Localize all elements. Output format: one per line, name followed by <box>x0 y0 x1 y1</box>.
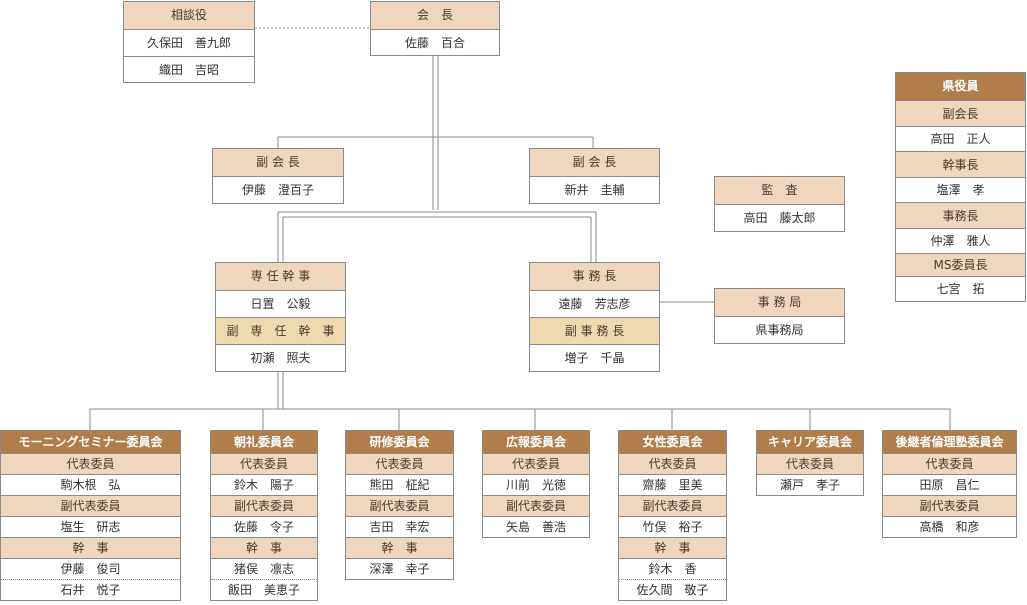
executive-secretary-box: 専 任 幹 事 日置 公毅 副 専 任 幹 事 初瀬 照夫 <box>215 262 346 372</box>
advisor-member: 織田 吉昭 <box>124 56 254 82</box>
auditor-title: 監 査 <box>715 177 844 204</box>
committee-member: 伊藤 俊司 <box>1 558 180 579</box>
committee-role: 副代表委員 <box>346 495 453 516</box>
office-name: 県事務局 <box>715 316 844 343</box>
committee-member: 川前 光徳 <box>483 474 589 495</box>
deputy-executive-secretary-name: 初瀬 照夫 <box>216 344 345 371</box>
committee-box: 女性委員会代表委員齋藤 里美副代表委員竹俣 裕子幹 事鈴木 香佐久間 敬子 <box>618 430 727 601</box>
committee-member: 竹俣 裕子 <box>619 516 726 537</box>
president-title: 会 長 <box>371 2 499 29</box>
committee-title: 女性委員会 <box>619 431 726 453</box>
vice-president-title: 副 会 長 <box>213 149 343 176</box>
auditor-name: 高田 藤太郎 <box>715 204 844 231</box>
vice-president-name: 新井 圭輔 <box>530 176 659 203</box>
committee-role: 代表委員 <box>483 453 589 474</box>
committee-role: 副代表委員 <box>619 495 726 516</box>
prefectural-officer-name: 七宮 拓 <box>896 276 1025 300</box>
committee-title: 研修委員会 <box>346 431 453 453</box>
president-box: 会 長 佐藤 百合 <box>370 1 500 56</box>
committee-member: 吉田 幸宏 <box>346 516 453 537</box>
committee-member: 佐久間 敬子 <box>619 579 726 600</box>
committee-member: 田原 昌仁 <box>883 474 1016 495</box>
committee-role: 副代表委員 <box>211 495 317 516</box>
committee-box: キャリア委員会代表委員瀬戸 孝子 <box>756 430 864 496</box>
committee-member: 塩生 研志 <box>1 516 180 537</box>
committee-box: 研修委員会代表委員熊田 柾紀副代表委員吉田 幸宏幹 事深澤 幸子 <box>345 430 454 580</box>
executive-secretary-title: 専 任 幹 事 <box>216 263 345 290</box>
committee-member: 矢島 善浩 <box>483 516 589 537</box>
prefectural-officer-name: 高田 正人 <box>896 126 1025 151</box>
president-name: 佐藤 百合 <box>371 29 499 55</box>
committee-role: 幹 事 <box>1 537 180 558</box>
committee-role: 副代表委員 <box>483 495 589 516</box>
committee-member: 佐藤 令子 <box>211 516 317 537</box>
advisor-box: 相談役 久保田 善九郎 織田 吉昭 <box>123 1 255 83</box>
prefectural-officer-role: 幹事長 <box>896 151 1025 177</box>
committee-title: モーニングセミナー委員会 <box>1 431 180 453</box>
executive-secretary-name: 日置 公毅 <box>216 290 345 317</box>
vice-president-right-box: 副 会 長 新井 圭輔 <box>529 148 660 204</box>
vice-president-title: 副 会 長 <box>530 149 659 176</box>
committee-role: 代表委員 <box>883 453 1016 474</box>
committee-box: 広報委員会代表委員川前 光徳副代表委員矢島 善浩 <box>482 430 590 538</box>
office-box: 事 務 局 県事務局 <box>714 288 845 344</box>
advisor-member: 久保田 善九郎 <box>124 29 254 56</box>
committee-title: 朝礼委員会 <box>211 431 317 453</box>
committee-role: 代表委員 <box>619 453 726 474</box>
prefectural-officer-role: 副会長 <box>896 100 1025 126</box>
auditor-box: 監 査 高田 藤太郎 <box>714 176 845 232</box>
secretary-general-box: 事 務 長 遠藤 芳志彦 副 事 務 長 増子 千晶 <box>529 262 660 372</box>
committee-member: 熊田 柾紀 <box>346 474 453 495</box>
committee-member: 瀬戸 孝子 <box>757 474 863 495</box>
committee-role: 代表委員 <box>757 453 863 474</box>
committee-title: キャリア委員会 <box>757 431 863 453</box>
prefectural-officer-name: 仲澤 雅人 <box>896 228 1025 253</box>
committee-title: 広報委員会 <box>483 431 589 453</box>
committee-box: モーニングセミナー委員会代表委員駒木根 弘副代表委員塩生 研志幹 事伊藤 俊司石… <box>0 430 181 601</box>
committee-member: 駒木根 弘 <box>1 474 180 495</box>
committee-member: 高橋 和彦 <box>883 516 1016 537</box>
prefectural-officer-role: MS委員長 <box>896 253 1025 276</box>
committee-role: 代表委員 <box>211 453 317 474</box>
committee-member: 石井 悦子 <box>1 579 180 600</box>
committee-member: 齋藤 里美 <box>619 474 726 495</box>
committee-role: 副代表委員 <box>883 495 1016 516</box>
committee-member: 猪俣 凛志 <box>211 558 317 579</box>
prefectural-officers-title: 県役員 <box>896 73 1025 100</box>
committee-member: 鈴木 陽子 <box>211 474 317 495</box>
advisor-title: 相談役 <box>124 2 254 29</box>
vice-president-name: 伊藤 澄百子 <box>213 176 343 203</box>
committee-member: 飯田 美恵子 <box>211 579 317 600</box>
prefectural-officer-name: 塩澤 孝 <box>896 177 1025 202</box>
office-title: 事 務 局 <box>715 289 844 316</box>
committee-role: 幹 事 <box>619 537 726 558</box>
committee-role: 代表委員 <box>346 453 453 474</box>
prefectural-officers-box: 県役員 副会長 高田 正人 幹事長 塩澤 孝 事務長 仲澤 雅人 MS委員長 七… <box>895 72 1026 302</box>
prefectural-officer-role: 事務長 <box>896 202 1025 228</box>
vice-president-left-box: 副 会 長 伊藤 澄百子 <box>212 148 344 204</box>
deputy-secretary-general-name: 増子 千晶 <box>530 344 659 371</box>
deputy-secretary-general-title: 副 事 務 長 <box>530 317 659 344</box>
committee-box: 朝礼委員会代表委員鈴木 陽子副代表委員佐藤 令子幹 事猪俣 凛志飯田 美恵子 <box>210 430 318 601</box>
committee-role: 幹 事 <box>346 537 453 558</box>
secretary-general-title: 事 務 長 <box>530 263 659 290</box>
committee-member: 深澤 幸子 <box>346 558 453 579</box>
committee-box: 後継者倫理塾委員会代表委員田原 昌仁副代表委員高橋 和彦 <box>882 430 1017 538</box>
committee-role: 幹 事 <box>211 537 317 558</box>
committee-title: 後継者倫理塾委員会 <box>883 431 1016 453</box>
deputy-executive-secretary-title: 副 専 任 幹 事 <box>216 317 345 344</box>
committee-member: 鈴木 香 <box>619 558 726 579</box>
committee-role: 代表委員 <box>1 453 180 474</box>
committee-role: 副代表委員 <box>1 495 180 516</box>
secretary-general-name: 遠藤 芳志彦 <box>530 290 659 317</box>
